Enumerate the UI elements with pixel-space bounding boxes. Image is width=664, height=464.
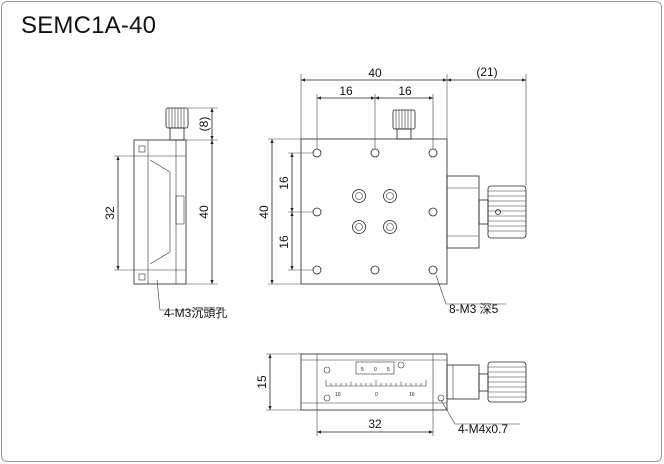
counterbore-holes — [352, 189, 397, 234]
side-dim-8: (8) — [197, 117, 211, 132]
front-view: 5 0 5 10 0 10 — [255, 353, 527, 436]
top-dim-vertical-top: 16 — [277, 176, 291, 190]
vernier-label-right: 5 — [387, 367, 390, 373]
mounting-hole — [312, 148, 322, 158]
top-knob — [392, 109, 416, 140]
side-micrometer — [446, 175, 527, 249]
top-dim-height: 40 — [257, 205, 271, 219]
top-dim-spacing-left: 16 — [339, 84, 353, 98]
top-dim-knob-extension: (21) — [476, 65, 497, 79]
drawing-title: SEMC1A-40 — [21, 12, 157, 39]
scale-label-left: 10 — [335, 392, 341, 398]
mounting-hole — [312, 207, 322, 217]
mounting-hole — [428, 265, 438, 275]
front-body-outline — [300, 353, 448, 411]
top-view: 40 (21) 16 16 40 16 16 8-M3 深5 — [257, 65, 527, 316]
front-dim-base-width: 32 — [368, 417, 382, 431]
side-knob — [165, 107, 189, 141]
mounting-hole — [370, 148, 380, 158]
side-dim-32: 32 — [103, 206, 117, 220]
front-micrometer — [446, 361, 527, 403]
vernier-label-center: 0 — [374, 367, 377, 373]
side-dim-40: 40 — [197, 205, 211, 219]
front-callout: 4-M4x0.7 — [458, 422, 508, 436]
side-view: 32 40 (8) 4-M3沉頭孔 — [103, 107, 227, 320]
front-dim-height: 15 — [255, 375, 269, 389]
scale-label-center: 0 — [375, 392, 378, 398]
top-callout: 8-M3 深5 — [449, 302, 499, 316]
side-body-outline — [133, 139, 187, 285]
mounting-hole — [428, 148, 438, 158]
mounting-hole — [312, 265, 322, 275]
top-body-outline — [300, 138, 448, 285]
side-callout: 4-M3沉頭孔 — [164, 306, 227, 320]
scale-label-right: 10 — [409, 392, 415, 398]
top-dim-width: 40 — [368, 66, 382, 80]
top-dim-vertical-bottom: 16 — [277, 235, 291, 249]
mounting-hole — [370, 265, 380, 275]
mounting-hole — [428, 207, 438, 217]
vernier-label-left: 5 — [361, 367, 364, 373]
top-dim-spacing-right: 16 — [398, 84, 412, 98]
main-scale-ticks — [325, 380, 427, 386]
